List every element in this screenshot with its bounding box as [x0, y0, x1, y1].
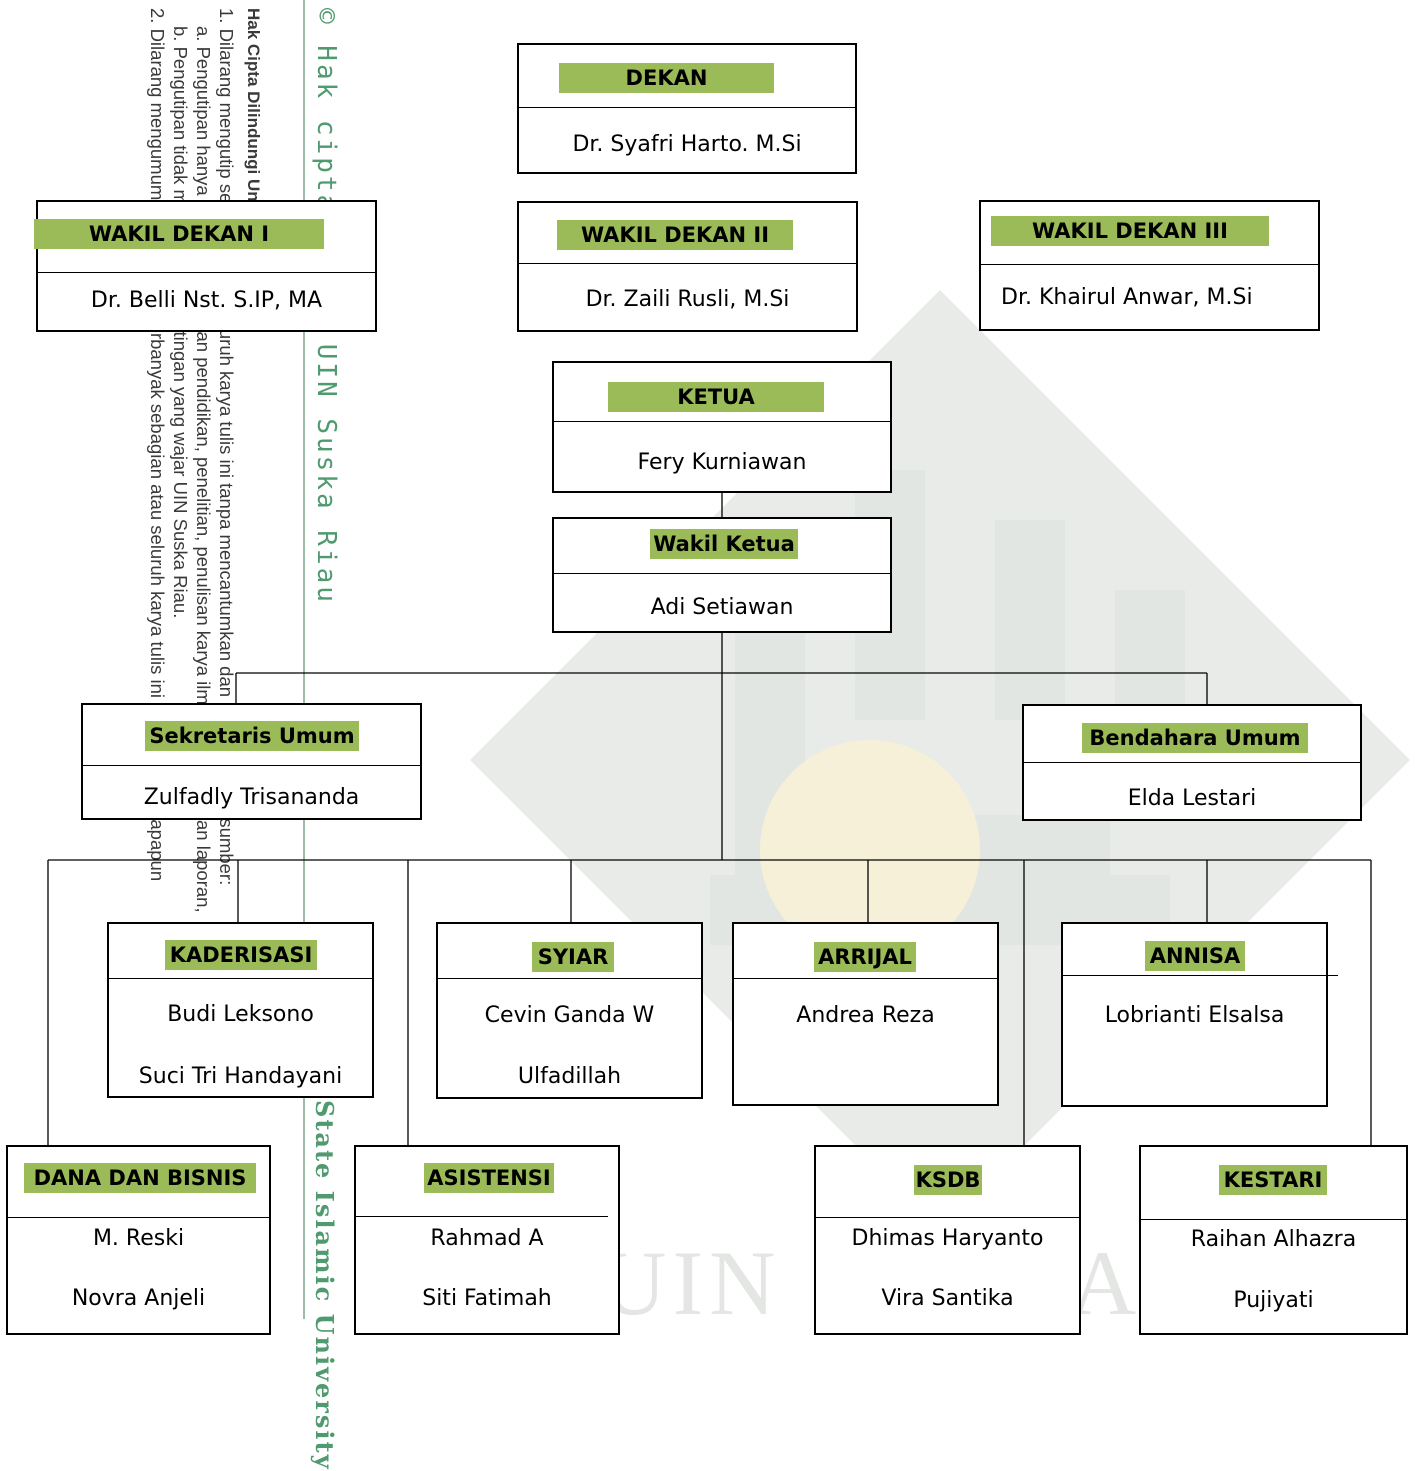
dana-bisnis-box: DANA DAN BISNIS M. Reski Novra Anjeli [6, 1145, 271, 1335]
kestari-box: KESTARI Raihan Alhazra Pujiyati [1139, 1145, 1408, 1335]
ketua-box: KETUA Fery Kurniawan [552, 361, 892, 493]
wakil-dekan-2-title: WAKIL DEKAN II [557, 220, 793, 250]
annisa-title: ANNISA [1145, 941, 1245, 971]
kaderisasi-title: KADERISASI [165, 940, 317, 970]
sekretaris-name: Zulfadly Trisananda [143, 785, 360, 810]
wakil-dekan-3-title: WAKIL DEKAN III [991, 216, 1269, 246]
wakil-dekan-1-name: Dr. Belli Nst. S.IP, MA [90, 288, 323, 313]
asistensi-name-2: Siti Fatimah [422, 1286, 552, 1311]
wakil-dekan-1-title: WAKIL DEKAN I [34, 219, 324, 249]
asistensi-box: ASISTENSI Rahmad A Siti Fatimah [354, 1145, 620, 1335]
wakil-ketua-name: Adi Setiawan [650, 595, 794, 620]
kaderisasi-name-2: Suci Tri Handayani [138, 1064, 343, 1089]
kaderisasi-box: KADERISASI Budi Leksono Suci Tri Handaya… [107, 922, 374, 1098]
bendahara-name: Elda Lestari [1127, 786, 1257, 811]
bendahara-box: Bendahara Umum Elda Lestari [1022, 704, 1362, 821]
syiar-name-1: Cevin Ganda W [484, 1003, 655, 1028]
connector-lines [47, 492, 1372, 1145]
bendahara-title: Bendahara Umum [1082, 723, 1308, 753]
wakil-dekan-3-box: WAKIL DEKAN III Dr. Khairul Anwar, M.Si [979, 200, 1320, 331]
ksdb-name-1: Dhimas Haryanto [851, 1226, 1044, 1251]
ksdb-name-2: Vira Santika [881, 1286, 1014, 1311]
kestari-title: KESTARI [1219, 1165, 1327, 1195]
kestari-name-2: Pujiyati [1233, 1288, 1314, 1313]
wakil-ketua-title: Wakil Ketua [650, 529, 798, 559]
asistensi-name-1: Rahmad A [430, 1226, 544, 1251]
ketua-title: KETUA [608, 382, 824, 412]
dana-bisnis-title: DANA DAN BISNIS [24, 1163, 256, 1193]
arrijal-title: ARRIJAL [814, 942, 916, 972]
syiar-name-2: Ulfadillah [517, 1064, 622, 1089]
wakil-dekan-3-name: Dr. Khairul Anwar, M.Si [1001, 285, 1253, 310]
syiar-title: SYIAR [532, 942, 614, 972]
wakil-dekan-1-box: WAKIL DEKAN I Dr. Belli Nst. S.IP, MA [34, 200, 377, 332]
annisa-name-1: Lobrianti Elsalsa [1104, 1003, 1285, 1028]
ketua-name: Fery Kurniawan [637, 450, 807, 475]
annisa-box: ANNISA Lobrianti Elsalsa [1061, 922, 1338, 1107]
dana-bisnis-name-1: M. Reski [92, 1226, 185, 1251]
sekretaris-box: Sekretaris Umum Zulfadly Trisananda [81, 703, 422, 820]
wakil-dekan-2-box: WAKIL DEKAN II Dr. Zaili Rusli, M.Si [517, 201, 858, 332]
sekretaris-title: Sekretaris Umum [145, 721, 359, 751]
ksdb-box: KSDB Dhimas Haryanto Vira Santika [814, 1145, 1081, 1335]
dekan-title: DEKAN [559, 63, 774, 93]
wakil-dekan-2-name: Dr. Zaili Rusli, M.Si [585, 287, 790, 312]
asistensi-title: ASISTENSI [424, 1163, 554, 1193]
wakil-ketua-box: Wakil Ketua Adi Setiawan [552, 517, 892, 633]
dana-bisnis-name-2: Novra Anjeli [71, 1286, 206, 1311]
arrijal-box: ARRIJAL Andrea Reza [732, 922, 999, 1106]
kaderisasi-name-1: Budi Leksono [167, 1002, 314, 1027]
dekan-box: DEKAN Dr. Syafri Harto. M.Si [517, 43, 857, 174]
kestari-name-1: Raihan Alhazra [1190, 1227, 1357, 1252]
syiar-box: SYIAR Cevin Ganda W Ulfadillah [436, 922, 703, 1099]
dekan-name: Dr. Syafri Harto. M.Si [572, 132, 802, 157]
arrijal-name-1: Andrea Reza [796, 1003, 935, 1028]
ksdb-title: KSDB [914, 1165, 982, 1195]
